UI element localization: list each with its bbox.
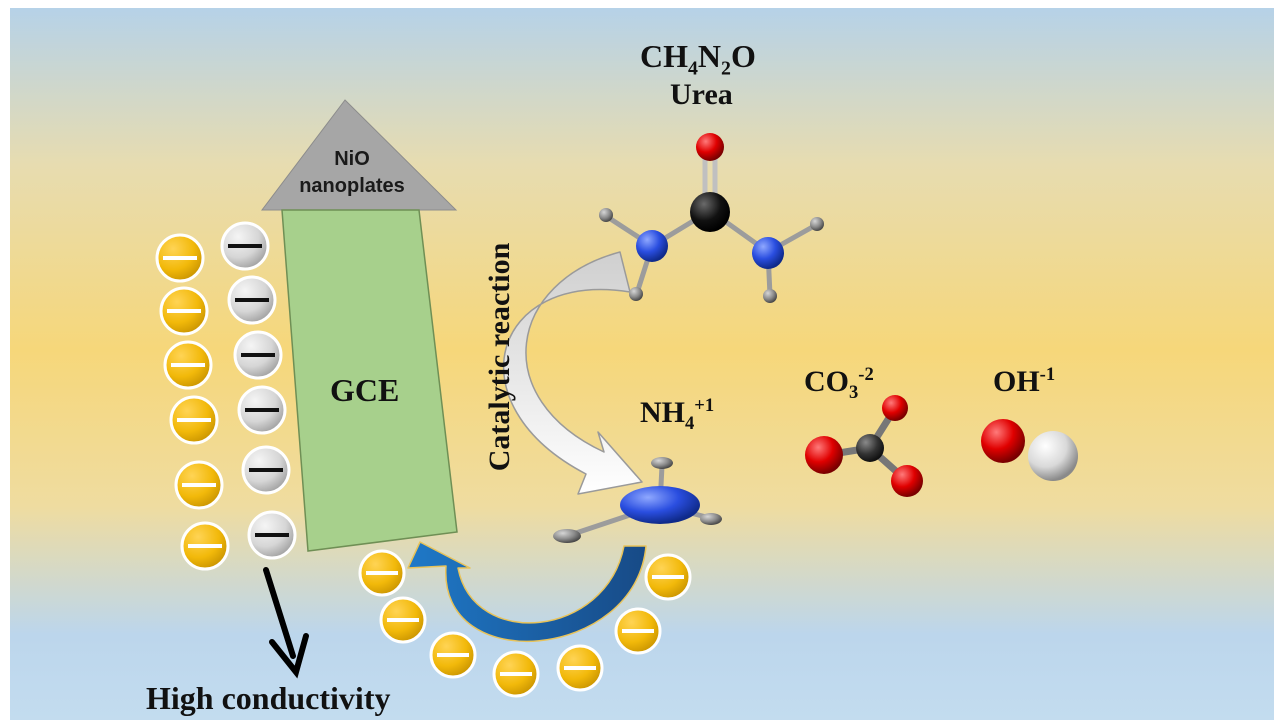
nio-label-line1: NiO (334, 148, 370, 170)
grey-ion (233, 330, 283, 380)
urea-name: Urea (670, 78, 733, 111)
grey-ion (220, 221, 270, 271)
hydrogen-atom (763, 289, 777, 303)
yellow-ion (159, 286, 209, 336)
oxygen-atom (981, 419, 1025, 463)
hydrogen-atom (599, 208, 613, 222)
oxygen-atom (891, 465, 923, 497)
recycle-arrow (407, 541, 647, 642)
urea-molecule (599, 133, 824, 303)
ammonium-molecule (553, 457, 722, 543)
yellow-ion (180, 521, 230, 571)
gce-label: GCE (330, 372, 400, 408)
conductivity-arrow (263, 567, 309, 679)
yellow-ion (163, 340, 213, 390)
hydrogen-atom (651, 457, 673, 469)
yellow-ion (614, 607, 662, 655)
yellow-ion (556, 644, 604, 692)
ammonium-label: NH4+1 (640, 395, 715, 434)
electrode (260, 99, 458, 552)
yellow-ion (379, 596, 427, 644)
hydrogen-atom (700, 513, 722, 525)
grey-ion (247, 510, 297, 560)
nio-label-line2: nanoplates (299, 175, 405, 197)
nio-tip-label: NiO nanoplates (286, 146, 418, 200)
grey-ion (227, 275, 277, 325)
hydrogen-atom (810, 217, 824, 231)
carbon-atom (690, 192, 730, 232)
hydrogen-atom (1028, 431, 1078, 481)
hydroxide-label: OH-1 (993, 364, 1056, 398)
carbon-atom (856, 434, 884, 462)
yellow-ion (174, 460, 224, 510)
grey-ion-column (220, 221, 297, 560)
nitrogen-atom (636, 230, 668, 262)
catalytic-reaction-arrow (502, 251, 643, 495)
background-panel (10, 8, 1274, 720)
nitrogen-atom (620, 486, 700, 524)
yellow-ion (358, 549, 406, 597)
hydroxide-molecule (981, 419, 1078, 481)
grey-ion (241, 445, 291, 495)
yellow-ion (492, 650, 540, 698)
oxygen-atom (805, 436, 843, 474)
urea-formula: CH4N2O (640, 38, 756, 80)
yellow-ion (429, 631, 477, 679)
yellow-ion-column (155, 233, 230, 571)
conductivity-label: High conductivity (146, 680, 391, 716)
carbonate-molecule (805, 395, 923, 497)
carbonate-label: CO3-2 (804, 364, 874, 403)
yellow-ion-arc (358, 549, 692, 698)
hydrogen-atom (553, 529, 581, 543)
grey-ion (237, 385, 287, 435)
hydrogen-atom (629, 287, 643, 301)
catalytic-reaction-label: Catalytic reaction (483, 242, 516, 472)
oxygen-atom (882, 395, 908, 421)
nitrogen-atom (752, 237, 784, 269)
yellow-ion (644, 553, 692, 601)
yellow-ion (155, 233, 205, 283)
gce-body (281, 209, 458, 552)
yellow-ion (169, 395, 219, 445)
oxygen-atom (696, 133, 724, 161)
